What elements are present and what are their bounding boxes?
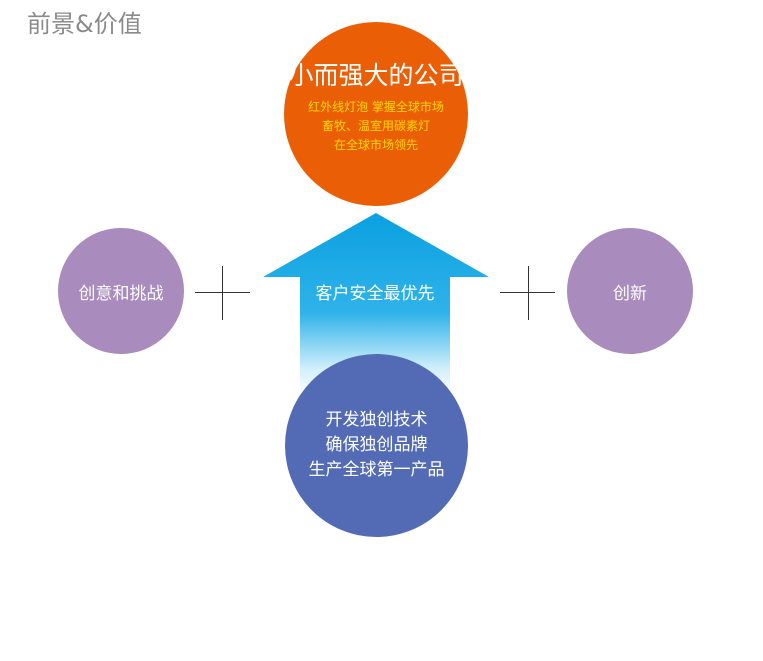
- top-circle-title: 小而强大的公司: [288, 60, 464, 90]
- bottom-circle-line-1: 开发独创技术: [325, 410, 428, 430]
- right-circle-label: 创新: [613, 283, 647, 304]
- arrow-label: 客户安全最优先: [315, 284, 435, 304]
- right-cross-horizontal: [500, 292, 555, 293]
- page-title: 前景&价值: [27, 10, 142, 38]
- top-circle: 小而强大的公司 红外线灯泡 掌握全球市场 畜牧、温室用碳素灯 在全球市场领先: [284, 22, 468, 206]
- left-circle: 创意和挑战: [58, 228, 184, 354]
- bottom-circle: 开发独创技术 确保独创品牌 生产全球第一产品: [285, 354, 468, 537]
- top-circle-line-3: 在全球市场领先: [333, 137, 418, 152]
- bottom-circle-line-3: 生产全球第一产品: [308, 460, 445, 480]
- bottom-circle-line-2: 确保独创品牌: [325, 435, 428, 455]
- top-circle-line-2: 畜牧、温室用碳素灯: [321, 118, 430, 133]
- top-circle-line-1: 红外线灯泡 掌握全球市场: [308, 99, 444, 114]
- left-cross-vertical: [222, 266, 223, 320]
- left-circle-label: 创意和挑战: [78, 283, 164, 304]
- right-circle: 创新: [567, 228, 693, 354]
- right-cross-vertical: [528, 266, 529, 320]
